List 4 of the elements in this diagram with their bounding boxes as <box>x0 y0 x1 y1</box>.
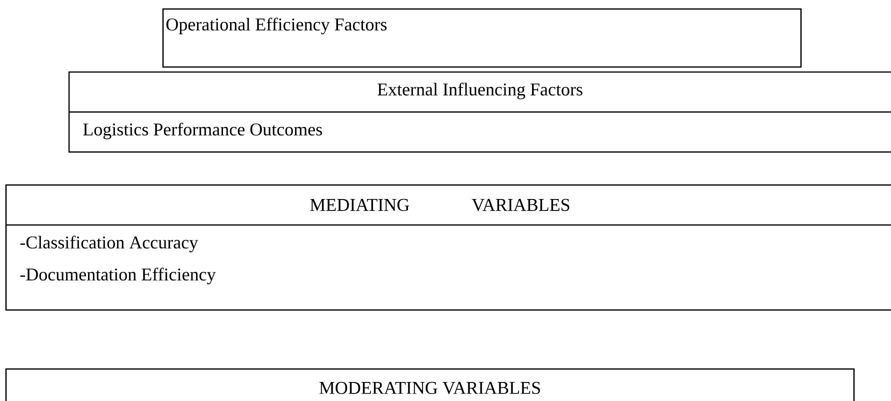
text-box: MODERATING VARIABLES <box>5 368 855 401</box>
text-box: External Influencing Factors Logistics Performance Outcomes <box>68 71 891 153</box>
text-box: Operational Efficiency Factors <box>162 8 802 68</box>
text-box: MEDIATING VARIABLES -Classification Accuracy -Documentation Efficiency <box>5 184 891 311</box>
